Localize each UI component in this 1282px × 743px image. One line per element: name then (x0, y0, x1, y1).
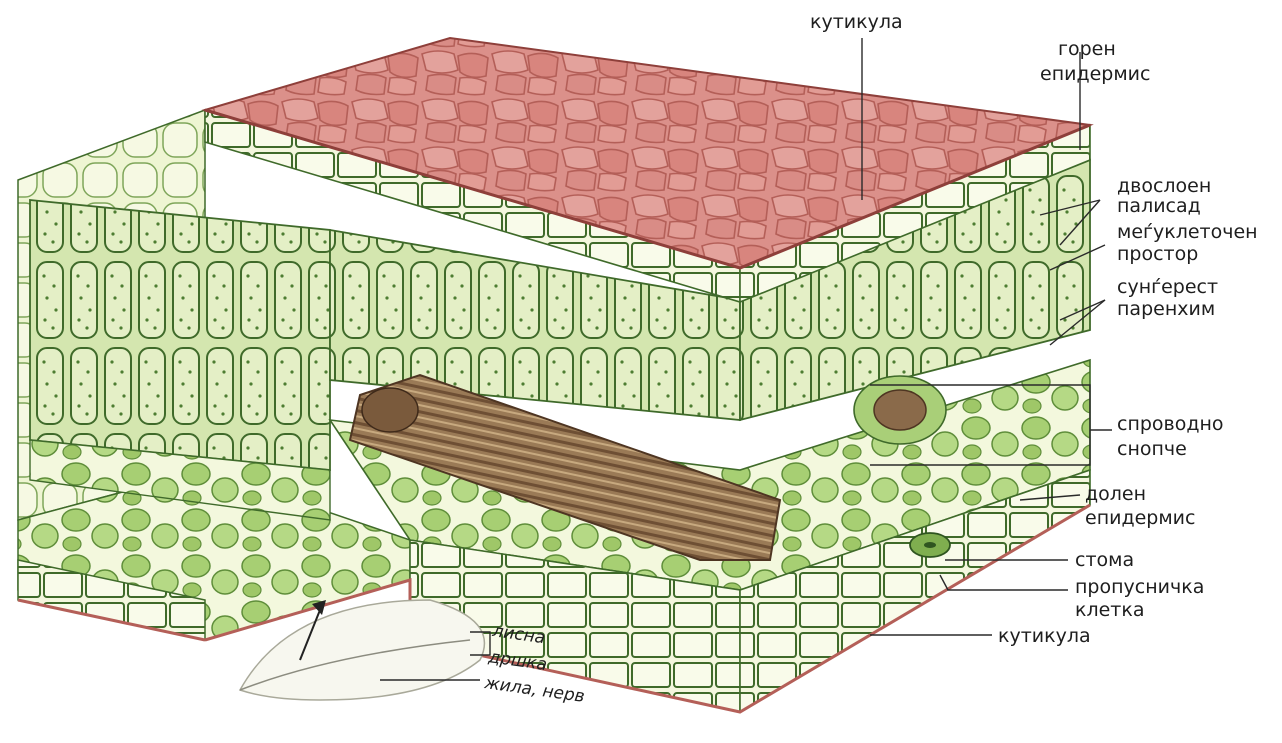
label-vascular-1: спроводно (1117, 413, 1224, 435)
stoma (910, 533, 950, 557)
label-vascular-2: снопче (1117, 438, 1187, 460)
label-lower-epidermis-1: долен (1085, 483, 1146, 505)
label-intercellular-2: простор (1117, 243, 1198, 265)
label-spongy-1: сунѓерест (1117, 276, 1218, 298)
label-intercellular-1: меѓуклеточен (1117, 221, 1258, 243)
label-lower-epidermis-2: епидермис (1085, 507, 1195, 529)
label-spongy-2: паренхим (1117, 298, 1215, 320)
label-palisade-2: палисад (1117, 195, 1201, 217)
label-upper-epidermis-2: епидермис (1040, 63, 1150, 85)
label-guard-cell-2: клетка (1075, 599, 1145, 621)
label-cuticle-bottom: кутикула (998, 625, 1091, 647)
label-leaf-3: жила, нерв (482, 673, 586, 707)
label-upper-epidermis-1: горен (1058, 38, 1116, 60)
label-palisade-1: двослоен (1117, 175, 1211, 197)
label-cuticle-top: кутикула (810, 11, 903, 33)
label-stoma: стома (1075, 549, 1134, 571)
label-guard-cell-1: пропусничка (1075, 576, 1204, 598)
